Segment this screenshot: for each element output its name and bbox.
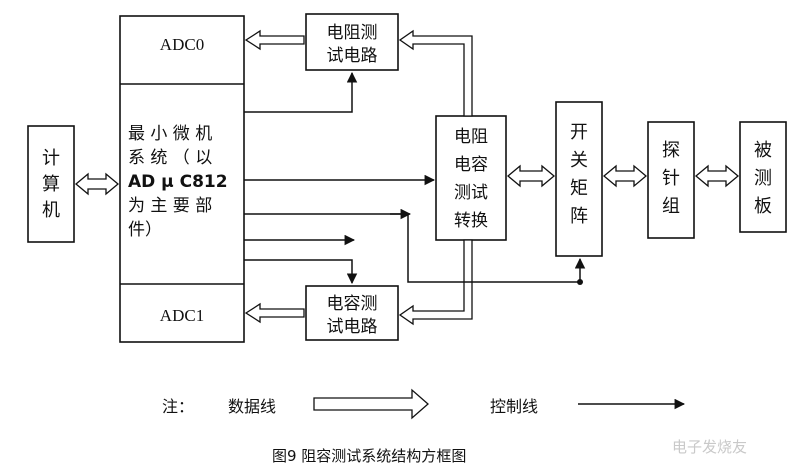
- probe-group-char-3: 组: [662, 196, 680, 217]
- mcu-text-line-5: 件）: [128, 220, 162, 240]
- rc-switch-line-4: 转换: [454, 211, 488, 231]
- watermark: 电子发烧友: [672, 438, 747, 456]
- mcu-text-line-4: 为 主 要 部: [128, 196, 212, 216]
- board-char-3: 板: [754, 196, 772, 217]
- data-arrow-capacitance-to-adc1: [244, 302, 305, 324]
- capacitance-circuit-line-2: 试电路: [327, 317, 378, 337]
- computer-label-char-3: 机: [42, 200, 60, 221]
- control-line-node: [577, 279, 583, 285]
- probe-group-block: 探 针 组: [647, 121, 695, 239]
- switch-matrix-block: 开 关 矩 阵: [555, 101, 603, 257]
- probe-group-char-2: 针: [662, 168, 680, 189]
- data-arrow-rcswitch-matrix: [506, 164, 556, 188]
- switch-matrix-char-4: 阵: [570, 206, 588, 227]
- board-char-2: 测: [754, 168, 772, 189]
- data-arrow-resistance-to-adc0: [244, 29, 305, 51]
- switch-matrix-char-3: 矩: [570, 178, 588, 199]
- computer-label-char-1: 计: [42, 148, 60, 169]
- data-arrow-switch-to-capacitance: [398, 239, 473, 326]
- capacitance-test-circuit-block: 电容测 试电路: [305, 285, 399, 341]
- rc-switch-line-3: 测试: [454, 183, 488, 203]
- rc-switch-block: 电阻 电容 测试 转换: [435, 115, 507, 241]
- adc1-label: ADC1: [160, 306, 204, 325]
- computer-label-char-2: 算: [42, 174, 60, 195]
- control-line-mcu-capacitance: [244, 259, 358, 285]
- legend-data-line-label: 数据线: [228, 397, 276, 416]
- resistance-circuit-line-1: 电阻测: [327, 23, 378, 43]
- legend-note: 注：: [162, 397, 194, 416]
- switch-matrix-char-2: 关: [570, 150, 588, 171]
- rc-switch-line-1: 电阻: [454, 127, 488, 147]
- control-line-mcu-resistance: [244, 71, 358, 113]
- adc0-label: ADC0: [160, 35, 204, 54]
- switch-matrix-char-1: 开: [570, 122, 588, 143]
- data-arrow-probe-board: [694, 164, 740, 188]
- board-char-1: 被: [754, 140, 772, 161]
- capacitance-circuit-line-1: 电容测: [327, 294, 378, 314]
- data-arrow-switch-to-resistance: [398, 29, 473, 117]
- computer-block: 计 算 机: [27, 125, 75, 243]
- resistance-test-circuit-block: 电阻测 试电路: [305, 13, 399, 71]
- rc-switch-line-2: 电容: [454, 155, 488, 175]
- mcu-system-block: ADC0 ADC1 最 小 微 机 系 统 （ 以 AD μ C812 为 主 …: [119, 15, 245, 343]
- figure-caption: 图9 阻容测试系统结构方框图: [272, 447, 466, 465]
- legend-control-line-label: 控制线: [490, 397, 538, 416]
- control-line-mcu-junction: [244, 213, 580, 283]
- legend-data-line-arrow: [313, 388, 429, 420]
- mcu-text-line-3: AD μ C812: [128, 172, 228, 192]
- board-under-test-block: 被 测 板: [739, 121, 787, 233]
- data-arrow-matrix-probe: [602, 164, 648, 188]
- probe-group-char-1: 探: [662, 140, 680, 161]
- resistance-circuit-line-2: 试电路: [327, 46, 378, 66]
- data-arrow-computer-mcu: [74, 172, 120, 196]
- mcu-text-line-2: 系 统 （ 以: [128, 148, 212, 168]
- mcu-text-line-1: 最 小 微 机: [128, 124, 212, 144]
